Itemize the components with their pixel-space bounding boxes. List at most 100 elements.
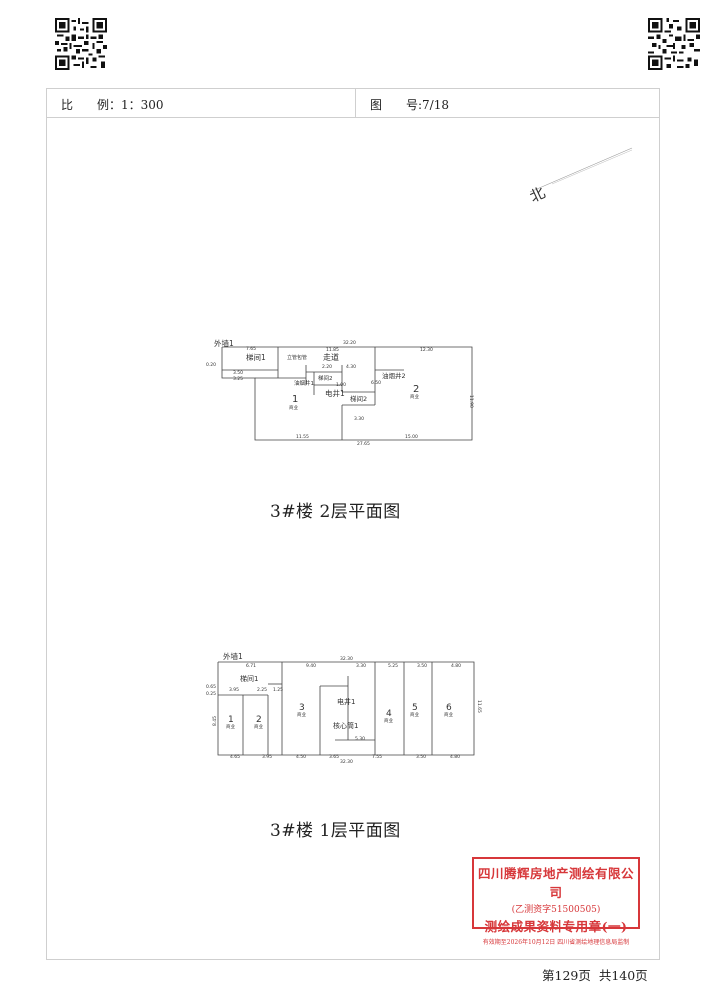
dim-1f-inner-a: 3.95 <box>229 687 239 693</box>
qr-code-right-icon <box>648 18 700 70</box>
dim-2f-inner-a: 3.50 <box>233 370 243 376</box>
plan-2f-stair2a: 梯间2 <box>318 374 333 382</box>
plan-1f <box>217 661 475 756</box>
dim-2f-bottom-b: 15.00 <box>405 434 418 440</box>
dim-2f-inner-h: 0.20 <box>206 362 216 368</box>
dim-1f-inner-g: 0.65 <box>206 684 216 690</box>
sheet-value: 7/18 <box>422 98 449 112</box>
qr-code-left-icon <box>55 18 107 70</box>
plan-2f-unit2: 2 <box>413 384 419 395</box>
sheet-number-cell: 图 号:7/18 <box>370 96 449 113</box>
dim-2f-top-b: 11.85 <box>326 347 339 353</box>
dim-1f-bottom-g: 4.80 <box>450 754 460 760</box>
plan-2f-unit1: 1 <box>292 394 298 405</box>
plan-2f-stair1: 梯间1 <box>246 352 266 362</box>
plan-2f-title: 3#楼 2层平面图 <box>270 502 401 522</box>
scale-cell: 比 例：1：300 <box>61 96 164 113</box>
plan-1f-unit3-use: 商业 <box>297 711 306 718</box>
north-label: 北 <box>527 183 548 206</box>
header-divider <box>355 89 356 117</box>
dim-1f-inner-d: 11.65 <box>476 700 482 713</box>
dim-2f-inner-f: 1.00 <box>336 382 346 388</box>
dim-2f-top-c: 12.30 <box>420 347 433 353</box>
plan-2f-dimensions: 32.20 7.65 11.85 12.30 3.50 3.25 2.20 4.… <box>206 340 474 447</box>
plan-2f <box>221 346 473 441</box>
dim-2f-inner-d: 4.30 <box>346 364 356 370</box>
dim-1f-top-d: 5.25 <box>388 663 398 669</box>
dim-2f-bottom-total: 27.65 <box>357 441 370 447</box>
dim-1f-inner-e: 5.30 <box>355 736 365 742</box>
dim-2f-inner-b: 3.25 <box>233 376 243 382</box>
dim-2f-top-a: 7.65 <box>246 346 256 352</box>
plan-1f-unit4: 4 <box>386 709 392 719</box>
surveying-seal-stamp: 四川腾辉房地产测绘有限公司 (乙测资字51500505) 测绘成果资料专用章(一… <box>472 857 640 946</box>
seal-validity: 有效期至2026年10月12日 四川省测绘地理信息局监制 <box>482 939 630 946</box>
page-footer: 第129页 共140页 <box>542 965 648 984</box>
plan-2f-pipe-well: 立管包管 <box>287 354 307 361</box>
plan-2f-smoke-well1: 油烟井1 <box>294 379 314 387</box>
plan-1f-outer-wall: 外墙1 <box>223 651 243 661</box>
page-number: 第129页 <box>542 968 591 983</box>
plan-1f-elec-well: 电井1 <box>337 697 355 706</box>
plan-1f-unit6-use: 商业 <box>444 711 453 718</box>
dim-1f-inner-c: 1.25 <box>273 687 283 693</box>
plan-1f-unit2: 2 <box>256 715 262 725</box>
plan-2f-outer-wall: 外墙1 <box>214 338 234 348</box>
seal-company: 四川腾辉房地产测绘有限公司 <box>477 866 634 900</box>
dim-1f-top-c: 3.30 <box>356 663 366 669</box>
seal-license: (乙测资字51500505) <box>511 905 601 915</box>
dim-1f-left: 8.45 <box>212 716 218 726</box>
dim-1f-top-f: 4.80 <box>451 663 461 669</box>
dim-1f-bottom-c: 4.50 <box>296 754 306 760</box>
plan-2f-elec-well: 电井1 <box>325 388 345 398</box>
page-total: 共140页 <box>598 968 648 983</box>
seal-purpose: 测绘成果资料专用章(一) <box>484 919 628 934</box>
dim-1f-inner-f: 0.25 <box>206 691 216 697</box>
dim-1f-bottom-d: 3.65 <box>329 754 339 760</box>
dim-2f-top-total: 32.20 <box>343 340 356 346</box>
plan-1f-labels: 外墙1 梯间1 电井1 核心筒1 1 商业 2 商业 3 商业 4 商业 5 商… <box>223 651 453 730</box>
dim-1f-top-a: 6.71 <box>246 663 256 669</box>
plan-2f-smoke-well2: 油烟井2 <box>382 371 406 380</box>
plan-1f-unit6: 6 <box>446 703 452 713</box>
plan-2f-stair2b: 梯间2 <box>350 394 367 403</box>
plan-1f-unit2-use: 商业 <box>254 723 263 730</box>
header-row: 比 例：1：300 图 号:7/18 <box>47 89 659 118</box>
plan-2f-corridor: 走道 <box>323 352 339 362</box>
plan-1f-unit1-use: 商业 <box>226 723 235 730</box>
sheet-label: 图 号: <box>370 98 423 112</box>
plan-1f-unit1: 1 <box>228 715 234 725</box>
north-arrow-icon: 北 <box>527 147 633 206</box>
plan-1f-stair1: 梯间1 <box>240 674 258 683</box>
plan-1f-title: 3#楼 1层平面图 <box>270 821 401 841</box>
dim-1f-top-total: 32.30 <box>340 656 353 662</box>
dim-2f-right: 11.90 <box>468 395 474 408</box>
dim-1f-top-e: 3.50 <box>417 663 427 669</box>
plan-1f-dimensions: 32.30 6.71 9.40 3.30 5.25 3.50 4.80 3.95… <box>206 656 482 765</box>
plan-1f-core: 核心筒1 <box>333 721 358 730</box>
dim-2f-inner-g: 6.50 <box>371 380 381 386</box>
dim-1f-top-b: 9.40 <box>306 663 316 669</box>
plan-2f-labels: 外墙1 梯间1 立管包管 走道 梯间2 油烟井2 油烟井1 电井1 梯间2 1 … <box>214 338 419 411</box>
scale-label: 比 例： <box>61 98 122 112</box>
dim-1f-bottom-a: 4.65 <box>230 754 240 760</box>
plan-1f-unit3: 3 <box>299 703 305 713</box>
plan-1f-unit5-use: 商业 <box>410 711 419 718</box>
dim-2f-bottom-a: 11.55 <box>296 434 309 440</box>
plan-1f-unit4-use: 商业 <box>384 717 393 724</box>
dim-1f-bottom-f: 3.50 <box>416 754 426 760</box>
plan-2f-unit2-use: 商业 <box>410 393 419 400</box>
drawing-frame: 比 例：1：300 图 号:7/18 <box>46 88 660 960</box>
plan-1f-unit5: 5 <box>412 703 418 713</box>
dim-1f-bottom-b: 3.95 <box>262 754 272 760</box>
plan-2f-outline <box>221 346 473 441</box>
dim-1f-inner-b: 2.25 <box>257 687 267 693</box>
dim-1f-bottom-total: 32.30 <box>340 759 353 765</box>
plan-1f-outline <box>217 661 475 756</box>
dim-2f-inner-c: 2.20 <box>322 364 332 370</box>
dim-2f-inner-e: 3.30 <box>354 416 364 422</box>
plan-2f-unit1-use: 商业 <box>289 404 298 411</box>
dim-1f-bottom-e: 7.55 <box>372 754 382 760</box>
scale-value: 1：300 <box>121 98 164 112</box>
